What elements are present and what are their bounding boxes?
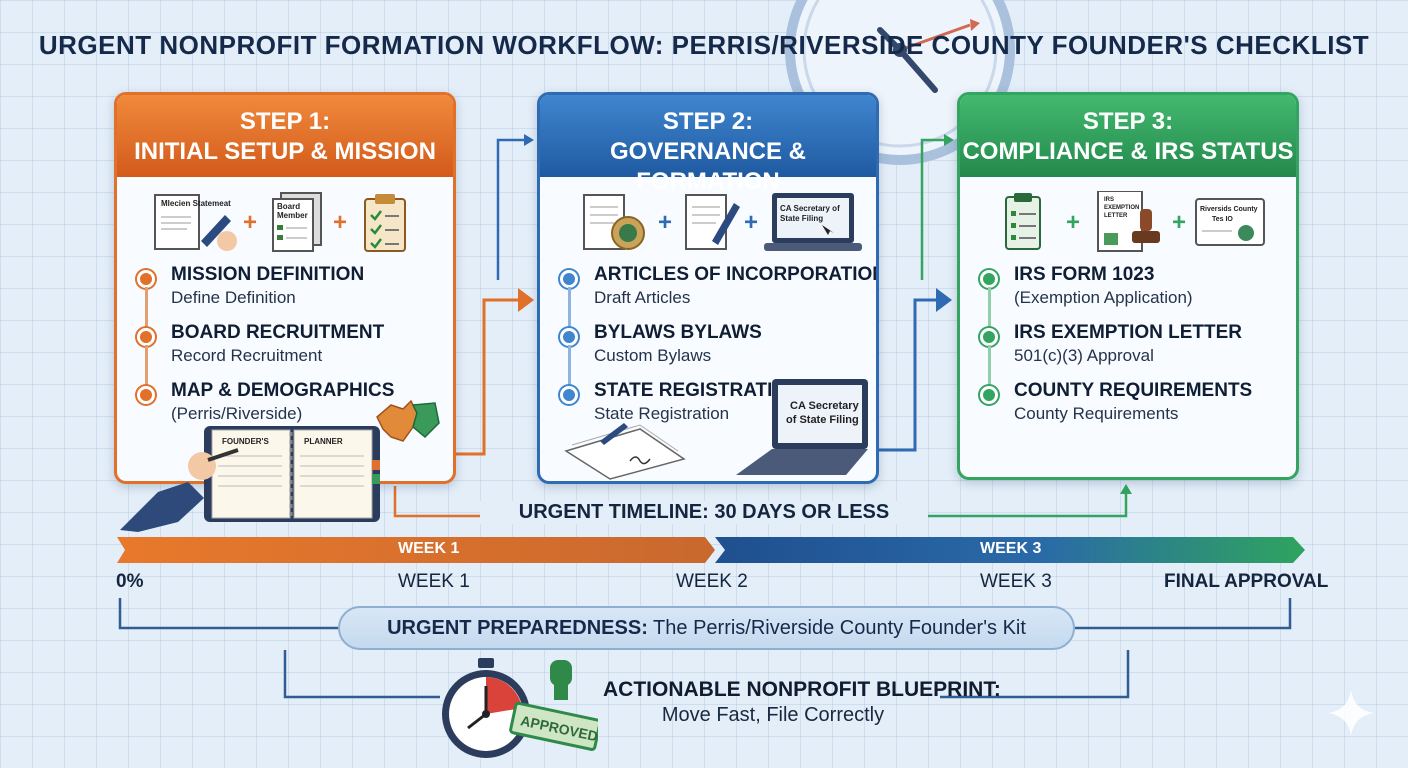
signed-papers-icon: [564, 423, 686, 480]
svg-text:IRS: IRS: [1104, 197, 1114, 203]
list-item: STATE REGISTRATION State Registration: [554, 379, 868, 437]
plus-icon: +: [744, 209, 759, 236]
board-member-icon: Board Member: [272, 192, 322, 252]
list-item: ARTICLES OF INCORPORATION Draft Articles: [554, 263, 876, 327]
svg-text:LETTER: LETTER: [1104, 213, 1128, 219]
step-2-items: ARTICLES OF INCORPORATION Draft Articles…: [554, 263, 876, 437]
svg-text:FOUNDER'S: FOUNDER'S: [222, 437, 269, 446]
step-3-heading: STEP 3:: [1082, 108, 1174, 135]
svg-text:Mlecien Statemeat: Mlecien Statemeat: [161, 199, 231, 208]
step-3-icons: + IRS EXEMPTION LETTER + Riversids Count…: [960, 191, 1296, 255]
svg-text:Member: Member: [277, 211, 308, 220]
list-item: BYLAWS BYLAWS Custom Bylaws: [554, 321, 868, 385]
step-2-heading: STEP 2:: [662, 108, 754, 135]
laptop-label-line1: CA Secretary: [790, 400, 860, 412]
step-3-card: STEP 3: COMPLIANCE & IRS STATUS + IRS EX…: [957, 92, 1299, 480]
preparedness-banner: URGENT PREPAREDNESS: The Perris/Riversid…: [338, 606, 1075, 650]
sparkle-icon: [1328, 690, 1374, 736]
county-certificate-icon: Riversids County Tes IO: [1195, 198, 1265, 246]
laptop-filing-icon: CA Secretary of State Filing: [764, 193, 862, 251]
tick-week-1: WEEK 1: [398, 571, 470, 592]
laptop-label-line2: of State Filing: [786, 414, 859, 426]
svg-text:PLANNER: PLANNER: [304, 437, 343, 446]
founders-planner-icon: FOUNDER'S PLANNER: [120, 426, 380, 532]
page-title: URGENT NONPROFIT FORMATION WORKFLOW: PER…: [38, 30, 1370, 60]
tick-final-approval: FINAL APPROVAL: [1164, 571, 1329, 592]
tick-week-2: WEEK 2: [676, 571, 748, 592]
step-3-name: COMPLIANCE & IRS STATUS: [962, 138, 1294, 165]
list-item: IRS EXEMPTION LETTER 501(c)(3) Approval: [974, 321, 1288, 385]
list-item: COUNTY REQUIREMENTS County Requirements: [974, 379, 1288, 437]
list-item: MAP & DEMOGRAPHICS (Perris/Riverside): [131, 379, 445, 437]
arrow-head-icon: [936, 288, 952, 312]
plus-icon: +: [658, 209, 673, 236]
tick-week-3: WEEK 3: [980, 571, 1052, 592]
step-1-icons: Mlecien Statemeat + Board Member +: [117, 191, 453, 255]
svg-text:Riversids County: Riversids County: [1200, 206, 1258, 213]
county-map-icon: [376, 399, 440, 442]
step-2-card: STEP 2: GOVERNANCE & FORMATION + + CA Se…: [537, 92, 879, 484]
bar-label-week-3: WEEK 3: [980, 540, 1042, 557]
blueprint-subtitle: Move Fast, File Correctly: [661, 704, 885, 726]
tick-start: 0%: [116, 571, 144, 592]
list-item: IRS FORM 1023 (Exemption Application): [974, 263, 1288, 327]
preparedness-bold: URGENT PREPAREDNESS:: [387, 617, 648, 639]
step-2-header: STEP 2: GOVERNANCE & FORMATION: [540, 95, 876, 195]
mission-statement-icon: Mlecien Statemeat: [154, 194, 237, 251]
preparedness-text: The Perris/Riverside County Founder's Ki…: [647, 617, 1026, 639]
step-1-card: STEP 1: INITIAL SETUP & MISSION Mlecien …: [114, 92, 456, 484]
timeline-progress-bar: [117, 537, 1305, 563]
form-1023-icon: [1005, 193, 1041, 250]
step-3-header: STEP 3: COMPLIANCE & IRS STATUS: [960, 95, 1296, 177]
bar-label-week-1: WEEK 1: [398, 540, 460, 557]
step-2-name: GOVERNANCE & FORMATION: [609, 138, 807, 195]
laptop-state-filing-icon: CA Secretary of State Filing: [736, 379, 868, 475]
svg-text:EXEMPTION: EXEMPTION: [1104, 205, 1139, 211]
plus-icon: +: [333, 209, 348, 236]
exemption-letter-stamp-icon: IRS EXEMPTION LETTER: [1097, 191, 1160, 252]
blueprint-title: ACTIONABLE NONPROFIT BLUEPRINT:: [603, 678, 1001, 701]
step-1-heading: STEP 1:: [239, 108, 331, 135]
svg-text:CA Secretary of: CA Secretary of: [780, 204, 840, 213]
svg-text:Tes IO: Tes IO: [1212, 216, 1233, 223]
bylaws-document-icon: [685, 194, 740, 250]
list-item: MISSION DEFINITION Define Definition: [131, 263, 445, 327]
step-3-items: IRS FORM 1023 (Exemption Application) IR…: [974, 263, 1288, 437]
step-1-header: STEP 1: INITIAL SETUP & MISSION: [117, 95, 453, 177]
step-2-icons: + + CA Secretary of State Filing: [540, 191, 876, 255]
timeline-label: URGENT TIMELINE: 30 DAYS OR LESS: [480, 501, 928, 524]
plus-icon: +: [1066, 209, 1081, 236]
list-item: BOARD RECRUITMENT Record Recruitment: [131, 321, 445, 385]
svg-text:State Filing: State Filing: [780, 214, 823, 223]
svg-text:Board: Board: [277, 202, 300, 211]
articles-seal-icon: [583, 194, 645, 250]
arrow-head-icon: [518, 288, 534, 312]
step-1-name: INITIAL SETUP & MISSION: [134, 138, 436, 165]
stopwatch-approved-stamp-icon: APPROVED: [442, 658, 598, 758]
step-1-items: MISSION DEFINITION Define Definition BOA…: [131, 263, 445, 437]
checklist-icon: [364, 194, 406, 252]
plus-icon: +: [243, 209, 258, 236]
plus-icon: +: [1172, 209, 1187, 236]
